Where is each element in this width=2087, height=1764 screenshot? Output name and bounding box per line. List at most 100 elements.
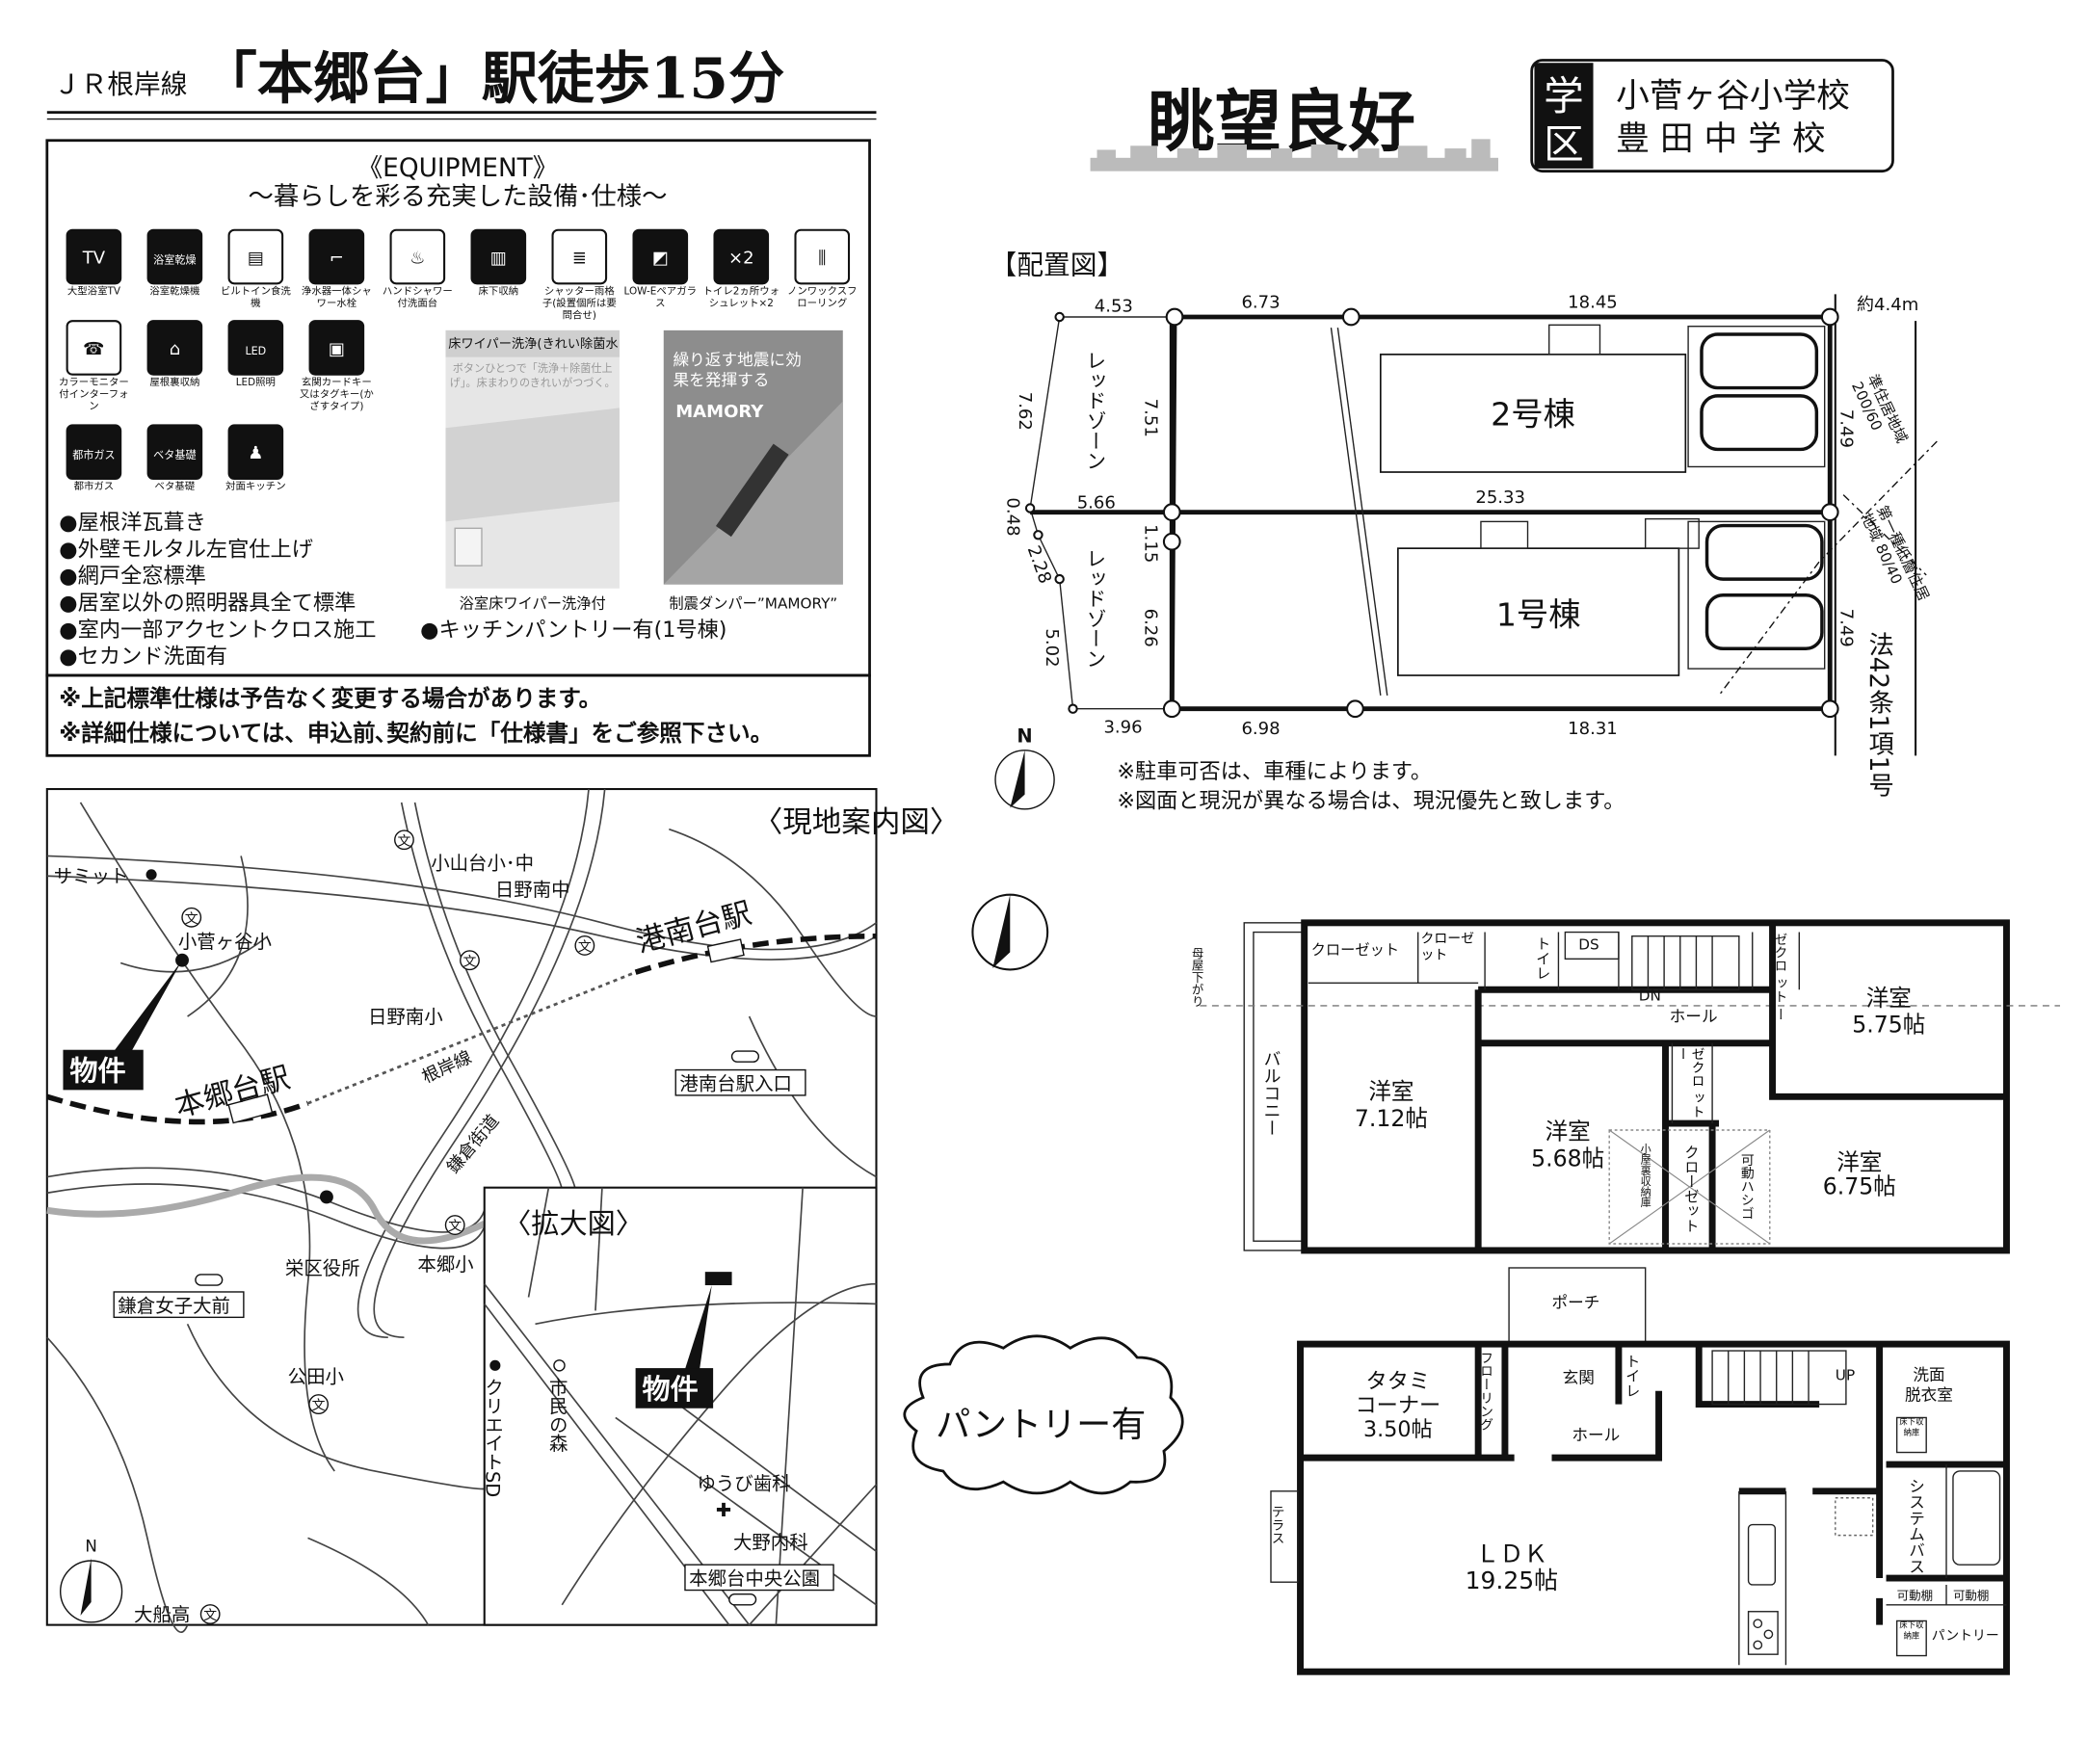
equipment-item: ♟対面キッチン [225, 424, 286, 492]
map-label-hongodai-park: 本郷台中央公園 [689, 1567, 820, 1590]
school-icon: 文 [203, 1608, 217, 1623]
equipment-item: ⌐浄水器一体シャワー水栓 [301, 228, 372, 309]
building-2-label: 2号棟 [1491, 395, 1575, 433]
equipment-label: 浄水器一体シャワー水栓 [301, 284, 372, 309]
map-label-hongo-es: 本郷小 [417, 1253, 473, 1276]
equipment-label: 屋根裏収納 [149, 376, 200, 388]
equipment-label: ハンドシャワー付洗面台 [382, 284, 453, 309]
room-name: 洋室 [1866, 985, 1912, 1012]
skyline-decoration [1090, 139, 1498, 171]
bathtub-icon [1952, 1470, 2001, 1566]
equipment-label: LED照明 [235, 376, 276, 388]
plan-north-arrow-icon [971, 893, 1049, 971]
school-icon: 文 [448, 1219, 462, 1234]
boundary-marker [1820, 307, 1839, 327]
mamory-damper-photo: 繰り返す地震に効果を発揮する MAMORY 制震ダンパー”MAMORY” [663, 329, 843, 613]
dimension-label: 7.62 [1015, 392, 1035, 431]
dimension-label: 3.96 [1103, 718, 1142, 738]
north-label: N [85, 1537, 96, 1555]
photo1-heading: 床ワイパー洗浄(きれい除菌水) [448, 336, 619, 353]
washbasin-icon-glyph: ♨ [409, 248, 425, 268]
site-plan-title: 【配置図】 [990, 250, 1123, 281]
bullet: ●セカンド洗面有 [59, 645, 227, 670]
equipment-item: ▥床下収納 [470, 228, 527, 297]
map-label-hinominami-jh: 日野南中 [495, 879, 570, 901]
closet-label: クローゼット [1682, 1145, 1700, 1233]
ldk-size: 19.25帖 [1466, 1567, 1558, 1594]
property-marker: 物件 [69, 1055, 125, 1088]
school-icon: 文 [185, 911, 198, 927]
red-zone-label: レッドゾーン [1083, 548, 1106, 669]
roof-height-note: 母屋下がり [1190, 947, 1204, 1007]
hospital-icon: ✚ [716, 1499, 731, 1521]
equipment-section: 《EQUIPMENT》 ～暮らしを彩る充実した設備･仕様～ TV 大型浴室TV 浴室… [45, 139, 871, 757]
equipment-label: 大型浴室TV [66, 284, 120, 298]
room-name: 洋室 [1836, 1149, 1882, 1176]
dimension-label: 7.51 [1141, 399, 1161, 437]
bath-tv-icon-glyph: TV [82, 248, 106, 268]
hall-label: ホール [1572, 1426, 1620, 1444]
bus-stop-icon [728, 1593, 757, 1606]
boundary-marker [1162, 699, 1181, 719]
city-gas-icon [66, 424, 122, 481]
shutter-icon-glyph: ≣ [572, 248, 587, 268]
bus-stop-icon [195, 1274, 224, 1286]
view-headline: 眺望良好 [1148, 83, 1415, 161]
equipment-title: 《EQUIPMENT》 [357, 154, 558, 183]
boundary-marker [1024, 503, 1036, 513]
spec-note-2: ※詳細仕様については、申込前､契約前に「仕様書」をご参照下さい。 [59, 720, 773, 747]
school-badge-1: 学 [1544, 72, 1584, 119]
dimension-label: 18.45 [1568, 292, 1618, 312]
card-key-icon-glyph: ▣ [329, 339, 345, 359]
porch-label: ポーチ [1552, 1294, 1600, 1312]
shelf-label: 可動棚 [1953, 1588, 1989, 1602]
underfloor-storage-label: 床下収納庫 [1899, 1417, 1924, 1438]
spec-note-1: ※上記標準仕様は予告なく変更する場合があります。 [59, 685, 601, 712]
site-north-arrow-icon: N [994, 724, 1055, 810]
pantry-label: パントリー [1932, 1628, 1999, 1644]
bath-label: システムバス [1907, 1478, 1925, 1574]
intercom-icon [66, 320, 122, 376]
floor-wiper-photo: 床ワイパー洗浄(きれい除菌水) ボタンひとつで「洗浄＋除菌仕上げ」。床まわりのき… [445, 329, 620, 613]
attic-storage-icon-glyph: ⌂ [170, 339, 180, 359]
dimension-label: 6.73 [1241, 292, 1280, 312]
equipment-icon-grid: TV大型浴室TV浴室乾燥浴室乾燥機▤ビルトイン食洗機⌐浄水器一体シャワー水栓♨ハ… [58, 228, 858, 492]
bullet: ●屋根洋瓦葺き [59, 511, 206, 536]
car-icon [1700, 332, 1819, 390]
boundary-marker [1054, 573, 1065, 585]
boundary-marker [1346, 699, 1364, 719]
equipment-label: ビルトイン食洗機 [220, 284, 291, 309]
school-badge-2: 区 [1544, 120, 1584, 168]
school-icon: 文 [398, 833, 411, 849]
washroom-label: 脱衣室 [1905, 1385, 1953, 1404]
north-arrow-icon: N [59, 1537, 123, 1623]
equipment-label: 浴室乾燥機 [149, 284, 200, 298]
dimension-label: 5.66 [1077, 493, 1116, 513]
boundary-marker [1054, 311, 1065, 323]
equipment-subtitle: ～暮らしを彩る充実した設備･仕様～ [249, 182, 668, 211]
map-label-kuden-es: 公田小 [288, 1365, 344, 1387]
boundary-marker [1820, 699, 1839, 719]
map-label-sakae-office: 栄区役所 [285, 1257, 360, 1279]
map-label-konandai-entrance: 港南台駅入口 [679, 1072, 792, 1094]
dimension-label: 4.53 [1095, 296, 1133, 316]
feature-bullets: ●屋根洋瓦葺き ●外壁モルタル左官仕上げ ●網戸全窓標準 ●居室以外の照明器具全… [59, 511, 726, 670]
city-gas-icon-glyph: 都市ガス [72, 448, 115, 461]
foundation-icon [146, 424, 203, 481]
car-icon [1704, 523, 1824, 581]
inset-map: 〈拡大図〉 物件 クリエイトSD 市民の森 ゆうび歯科 ✚ 大野内科 本郷台中央… [482, 1186, 878, 1626]
led-light-icon-glyph: LED [245, 345, 266, 357]
north-label: N [1017, 724, 1032, 747]
stove-icon [1747, 1611, 1779, 1655]
equipment-label: カラーモニター付インターフォン [58, 376, 129, 412]
photo2-brand: MAMORY [675, 402, 764, 422]
inset-property-marker: 物件 [643, 1373, 699, 1406]
elementary-school: 小菅ヶ谷小学校 [1616, 77, 1850, 116]
site-note-2: ※図面と現況が異なる場合は、現況優先と致します。 [1117, 788, 1625, 813]
attic-storage-label: 小屋裏収納庫 [1639, 1144, 1651, 1209]
school-icon: 文 [463, 954, 477, 969]
closet-label: ゼクロ ット ー [1771, 933, 1787, 1021]
